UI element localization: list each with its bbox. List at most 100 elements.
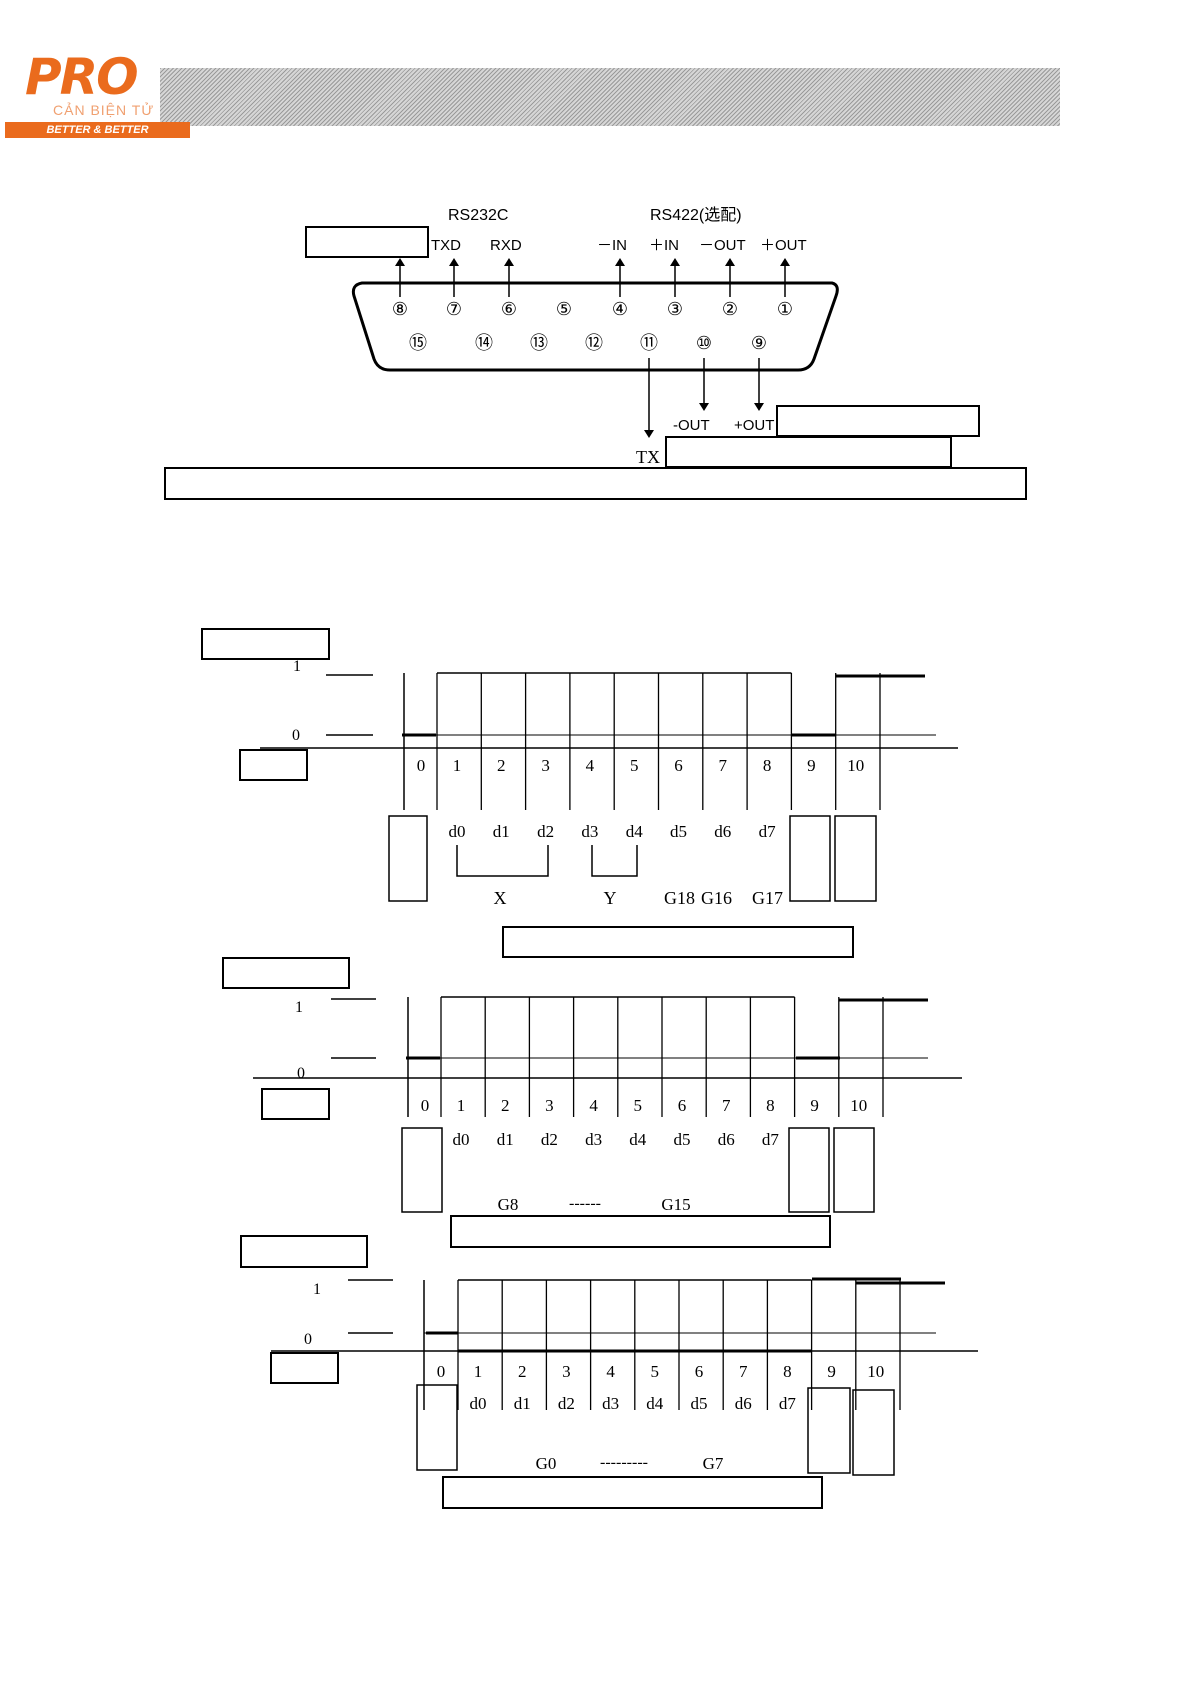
level-high-label: 1 [295, 999, 303, 1016]
range-start-label: G0 [536, 1454, 557, 1473]
data-bit-label: d6 [718, 1130, 735, 1149]
data-bit-label: d4 [626, 822, 644, 841]
data-bit-label: d2 [541, 1130, 558, 1149]
level-low-label: 0 [292, 727, 300, 744]
data-bit-label: d3 [602, 1394, 619, 1413]
pin-15: ⑮ [409, 333, 427, 353]
signal-plus-out: ＋OUT [760, 237, 807, 254]
bit-number: 5 [634, 1096, 643, 1115]
data-bit-label: d3 [585, 1130, 602, 1149]
level-low-label: 0 [297, 1065, 305, 1082]
data-bit-label: d0 [453, 1130, 470, 1149]
blank-label-box [665, 436, 952, 468]
rs422-title: RS422(选配) [650, 206, 742, 224]
signal-rxd: RXD [490, 237, 522, 254]
bit-number: 9 [810, 1096, 819, 1115]
data-bit-label: d2 [558, 1394, 575, 1413]
bit-number: 9 [827, 1362, 836, 1381]
bit-number: 8 [763, 756, 772, 775]
group-label-x: X [494, 888, 507, 908]
pin-8: ⑧ [392, 299, 408, 319]
blank-label-box [388, 815, 428, 902]
bit-number: 2 [497, 756, 506, 775]
pin-6: ⑥ [501, 299, 517, 319]
data-bit-label: d0 [449, 822, 466, 841]
bit-number: 8 [783, 1362, 792, 1381]
blank-label-box [450, 1215, 831, 1248]
g-label-g16: G16 [701, 888, 732, 908]
bit-number: 5 [630, 756, 639, 775]
signal-minus-out: －OUT [699, 237, 746, 254]
data-bit-label: d1 [514, 1394, 531, 1413]
bit-number: 1 [457, 1096, 466, 1115]
bit-number: 2 [518, 1362, 527, 1381]
bit-number: 9 [807, 756, 816, 775]
tx-label: TX [636, 447, 660, 467]
pin-7: ⑦ [446, 299, 462, 319]
connector-diagram: RS232C RS422(选配) TXD RXD －IN ＋IN －OUT ＋O… [164, 206, 1027, 500]
signal-txd: TXD [431, 237, 461, 254]
level-low-label: 0 [304, 1331, 312, 1348]
blank-label-box [239, 749, 308, 781]
logo-word: PRO [25, 48, 139, 106]
dsub-connector-shell [351, 281, 839, 372]
bit-number: 5 [651, 1362, 660, 1381]
bit-number: 1 [453, 756, 462, 775]
bit-number: 1 [474, 1362, 483, 1381]
bit-number: 3 [562, 1362, 571, 1381]
timing-diagram-2: 1 0 G8 ------ G15 [222, 957, 962, 1248]
blank-label-box [270, 1352, 339, 1384]
bit-number: 6 [678, 1096, 687, 1115]
data-bit-label: d6 [735, 1394, 752, 1413]
bit-number: 6 [695, 1362, 704, 1381]
header-bar [160, 68, 1060, 126]
signal-bottom-plus-out: +OUT [734, 417, 774, 434]
data-bit-label: d7 [779, 1394, 797, 1413]
signal-bottom-minus-out: -OUT [673, 417, 710, 434]
bit-number: 8 [766, 1096, 775, 1115]
data-bit-label: d1 [497, 1130, 514, 1149]
g-label-g17: G17 [752, 888, 783, 908]
pin-12: ⑫ [585, 333, 603, 353]
pin-10: ⑩ [696, 333, 712, 353]
bit-number: 7 [722, 1096, 731, 1115]
bit-number: 3 [541, 756, 550, 775]
bit-number: 4 [586, 756, 595, 775]
g-label-g18: G18 [664, 888, 695, 908]
level-high-label: 1 [293, 658, 301, 675]
pin-14: ⑭ [475, 333, 493, 353]
data-bit-label: d5 [691, 1394, 708, 1413]
range-start-label: G8 [498, 1195, 519, 1214]
blank-label-box [164, 467, 1027, 500]
timing-diagram-1: 1 0 X Y G18 G16 G17 [201, 628, 958, 958]
data-bit-label: d0 [470, 1394, 487, 1413]
range-end-label: G7 [703, 1454, 724, 1473]
bit-number: 10 [847, 756, 864, 775]
data-bit-label: d2 [537, 822, 554, 841]
group-label-y: Y [604, 888, 617, 908]
blank-label-box [401, 1127, 443, 1213]
data-bit-label: d5 [674, 1130, 691, 1149]
data-bit-label: d4 [629, 1130, 647, 1149]
blank-label-box [789, 815, 831, 902]
company-logo: PRO CẢN BIỆN TỬ BETTER & BETTER [5, 50, 190, 140]
pin-4: ④ [612, 299, 628, 319]
blank-label-box [261, 1088, 330, 1120]
bit-number: 10 [867, 1362, 884, 1381]
blank-label-box [807, 1387, 851, 1474]
bit-number: 0 [421, 1096, 430, 1115]
bit-number: 10 [850, 1096, 867, 1115]
level-high-label: 1 [313, 1281, 321, 1298]
blank-label-box [788, 1127, 830, 1213]
pin-5: ⑤ [556, 299, 572, 319]
blank-label-box [416, 1384, 458, 1471]
data-bit-label: d5 [670, 822, 687, 841]
bit-number: 7 [739, 1362, 748, 1381]
data-bit-label: d7 [762, 1130, 780, 1149]
bit-number: 0 [417, 756, 426, 775]
bit-number: 7 [719, 756, 728, 775]
signal-minus-in: －IN [597, 237, 627, 254]
bit-number: 2 [501, 1096, 510, 1115]
